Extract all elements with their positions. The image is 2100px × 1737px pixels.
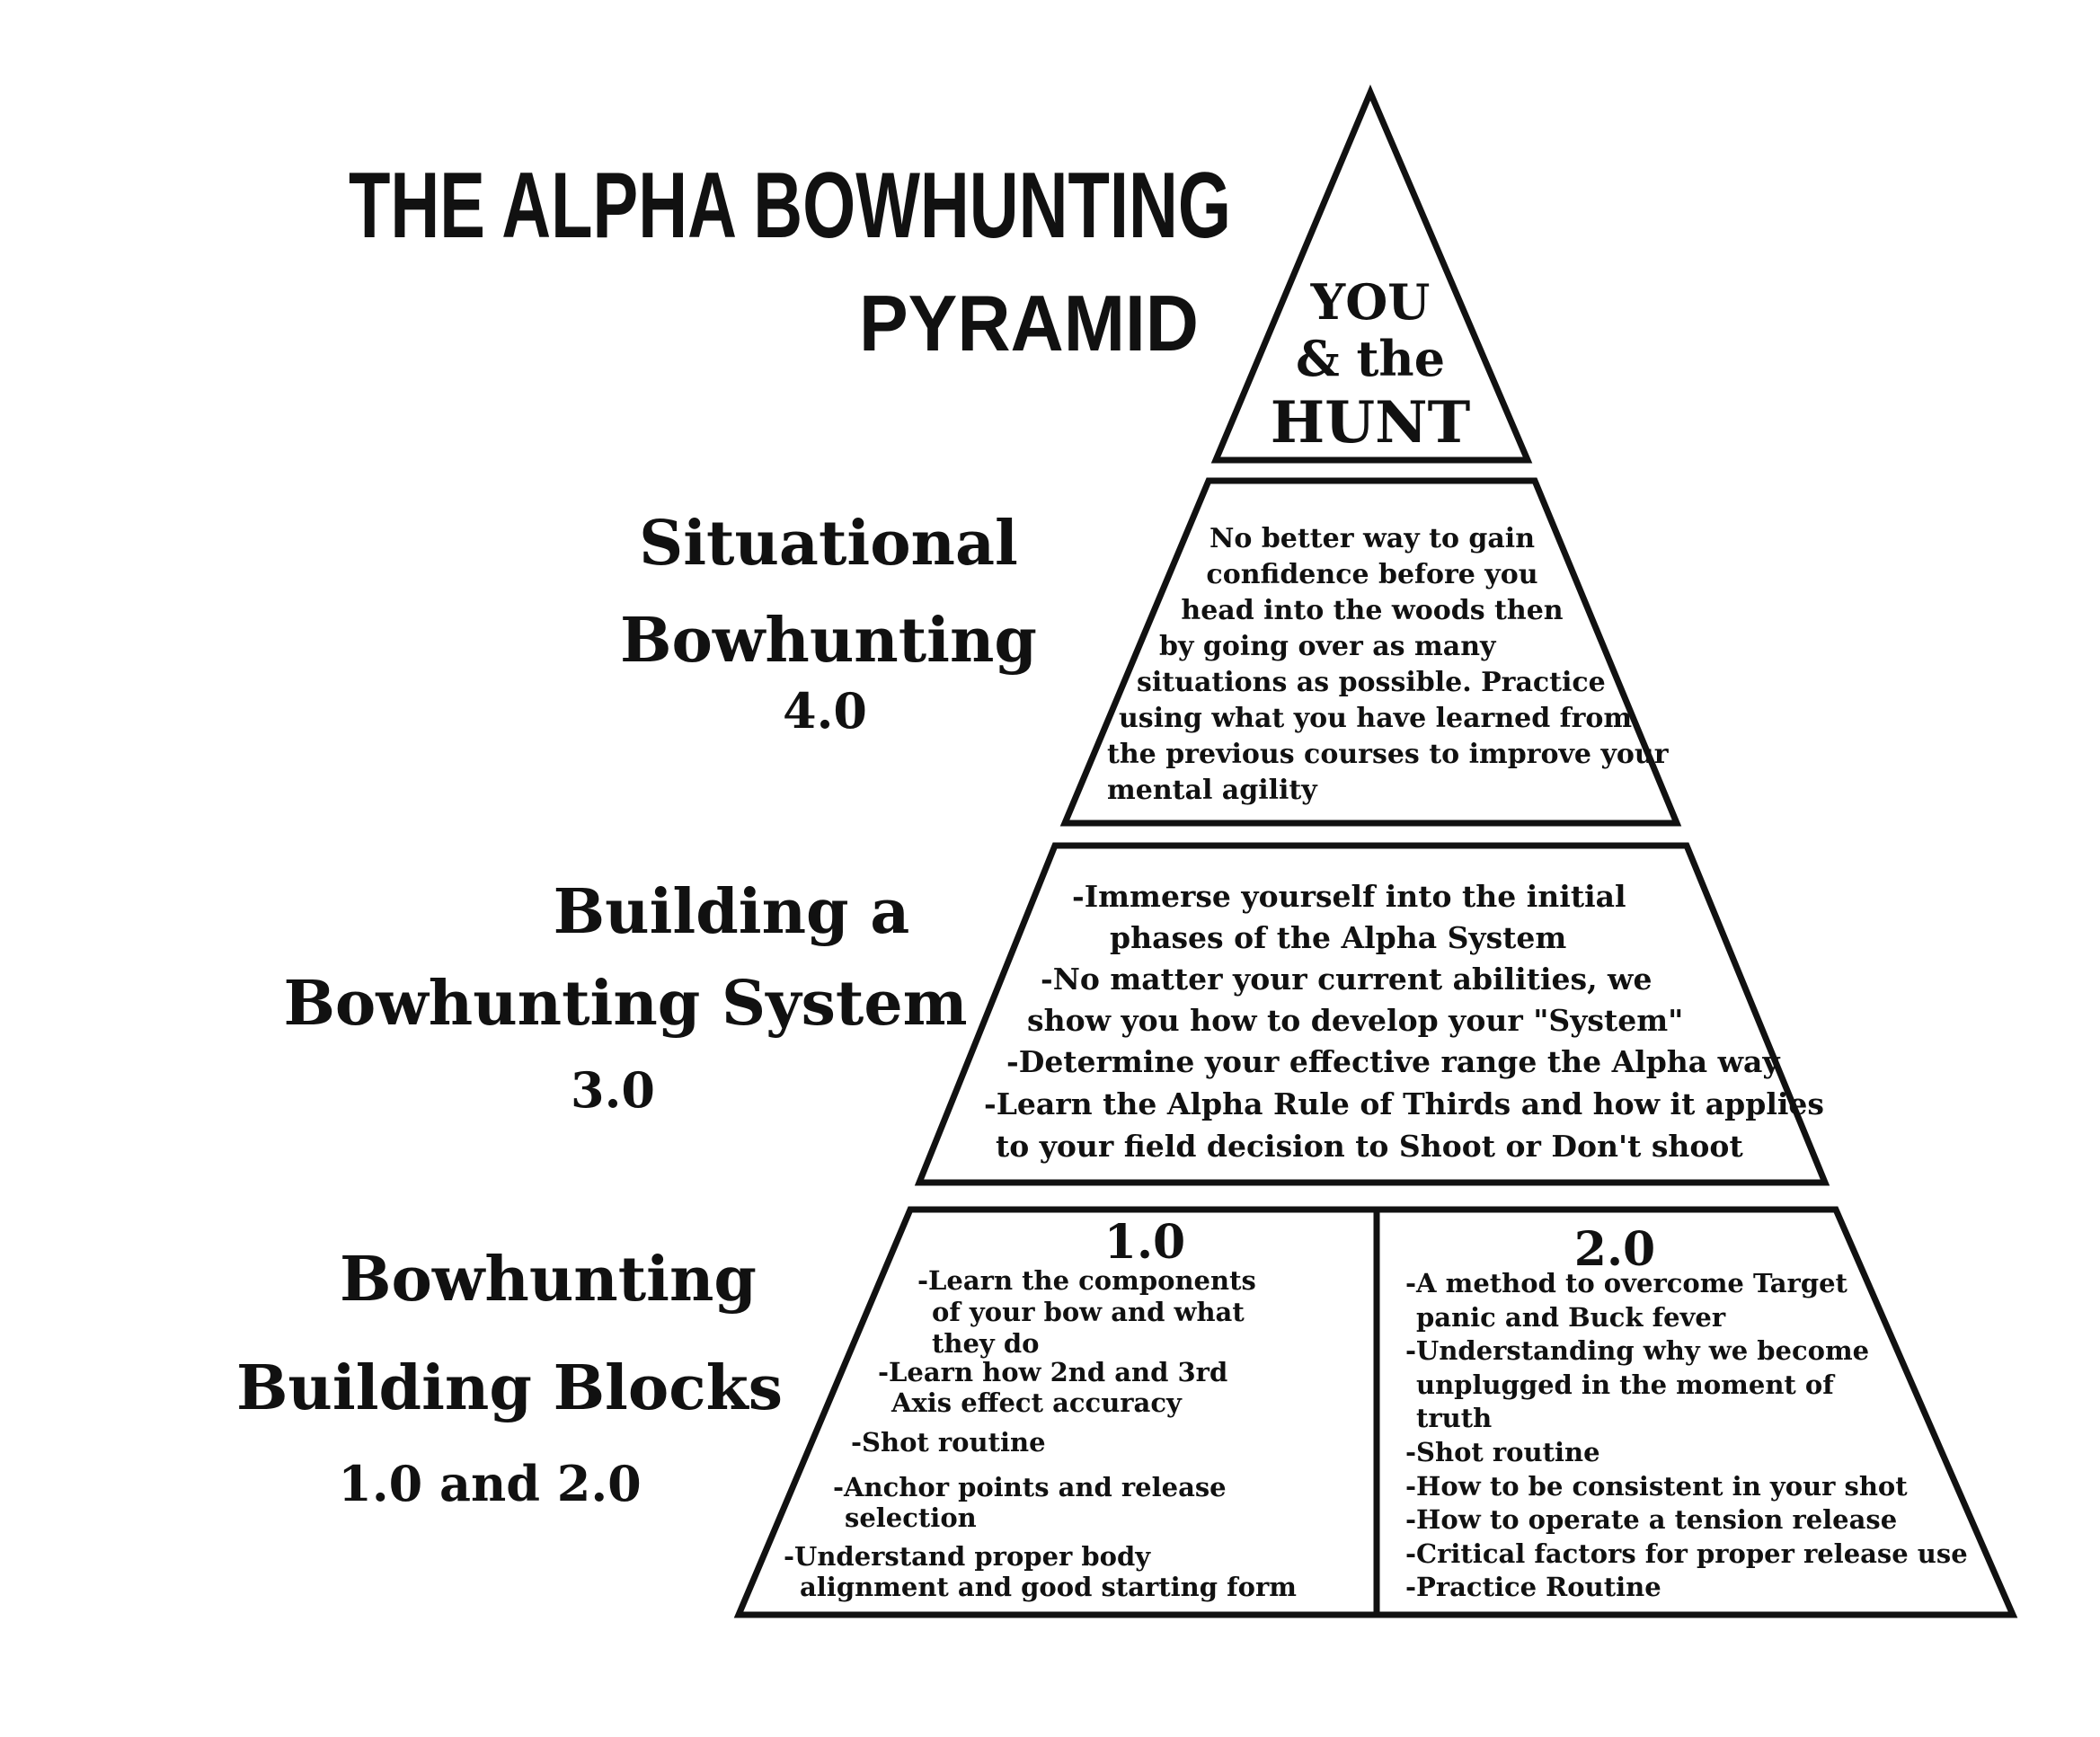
level-4-text-line: head into the woods then <box>1181 595 1563 626</box>
level-4-heading-line1: Situational <box>639 508 1018 580</box>
level-1-text-line: -Understand proper body <box>784 1541 1151 1572</box>
level-2-text-line: -How to operate a tension release <box>1405 1504 1897 1535</box>
level-2-text-line: -Practice Routine <box>1405 1572 1661 1602</box>
level-2-column: 2.0 -A method to overcome Target panic a… <box>1405 1222 1968 1602</box>
level-1-text-line: Axis effect accuracy <box>891 1387 1183 1418</box>
level-3-text-line: show you how to develop your "System" <box>1027 1003 1683 1038</box>
level-4-description: No better way to gain confidence before … <box>1107 523 1670 806</box>
level-2-text-line: -Critical factors for proper release use <box>1405 1538 1968 1569</box>
level-4-text-line: using what you have learned from <box>1119 703 1632 734</box>
level-3-number: 3.0 <box>571 1061 655 1119</box>
level-3-heading-line2: Bowhunting System <box>283 968 967 1040</box>
apex-line1: YOU <box>1310 273 1431 331</box>
level-1-2-label: Bowhunting Building Blocks 1.0 and 2.0 <box>236 1244 783 1512</box>
level-3-text-line: to your field decision to Shoot or Don't… <box>996 1129 1743 1164</box>
pyramid-level-4-shape <box>1059 477 1682 827</box>
level-1-2-number: 1.0 and 2.0 <box>338 1455 642 1512</box>
level-4-text-line: mental agility <box>1107 775 1318 806</box>
level-1-text-line: selection <box>845 1502 977 1533</box>
level-2-text-line: panic and Buck fever <box>1416 1302 1726 1333</box>
level-3-text-line: -Immerse yourself into the initial <box>1072 879 1626 914</box>
apex-line3: HUNT <box>1271 389 1470 456</box>
level-3-text-line: -No matter your current abilities, we <box>1041 962 1652 997</box>
level-2-text-line: -Shot routine <box>1405 1437 1600 1467</box>
level-1-text-line: -Shot routine <box>851 1427 1046 1458</box>
level-3-text-line: phases of the Alpha System <box>1110 920 1566 955</box>
apex-label: YOU & the HUNT <box>1271 273 1470 456</box>
apex-line2: & the <box>1296 330 1445 387</box>
level-1-text-line: -Anchor points and release <box>833 1472 1227 1502</box>
level-1-text-line: alignment and good starting form <box>800 1572 1297 1602</box>
pyramid-shapes <box>733 84 2018 1618</box>
level-4-text-line: the previous courses to improve your <box>1107 739 1670 770</box>
level-3-label: Building a Bowhunting System 3.0 <box>283 876 967 1119</box>
level-4-text-line: situations as possible. Practice <box>1137 667 1606 698</box>
level-4-number: 4.0 <box>783 682 867 740</box>
level-3-heading-line1: Building a <box>554 876 910 948</box>
level-1-number: 1.0 <box>1104 1215 1185 1270</box>
pyramid-level-3-shape <box>914 842 1830 1186</box>
level-2-text-line: -Understanding why we become <box>1405 1335 1869 1366</box>
level-3-text-line: -Learn the Alpha Rule of Thirds and how … <box>984 1086 1824 1121</box>
level-1-text-line: they do <box>932 1328 1040 1359</box>
level-2-text-line: unplugged in the moment of <box>1416 1369 1836 1400</box>
level-4-heading-line2: Bowhunting <box>620 605 1037 677</box>
pyramid-apex-shape <box>1210 84 1533 464</box>
level-2-text-line: -How to be consistent in your shot <box>1405 1471 1908 1502</box>
level-2-text-line: truth <box>1416 1403 1492 1433</box>
level-4-text-line: No better way to gain <box>1209 523 1535 554</box>
level-1-column: 1.0 -Learn the components of your bow an… <box>784 1215 1297 1602</box>
level-1-text-line: -Learn how 2nd and 3rd <box>878 1357 1227 1387</box>
level-1-2-heading-line2: Building Blocks <box>236 1352 783 1424</box>
level-1-text-line: -Learn the components <box>917 1265 1256 1296</box>
diagram-title-line2: PYRAMID <box>859 279 1199 368</box>
level-3-text-line: -Determine your effective range the Alph… <box>1006 1044 1780 1079</box>
level-2-number: 2.0 <box>1574 1222 1655 1277</box>
level-2-text-line: -A method to overcome Target <box>1405 1268 1848 1298</box>
level-4-text-line: confidence before you <box>1206 559 1537 590</box>
level-4-label: Situational Bowhunting 4.0 <box>620 508 1037 740</box>
level-1-2-heading-line1: Bowhunting <box>340 1244 757 1316</box>
level-1-text-line: of your bow and what <box>932 1297 1245 1327</box>
level-4-text-line: by going over as many <box>1159 631 1497 662</box>
diagram-title-line1: THE ALPHA BOWHUNTING <box>349 154 1231 258</box>
level-3-description: -Immerse yourself into the initial phase… <box>984 879 1824 1164</box>
